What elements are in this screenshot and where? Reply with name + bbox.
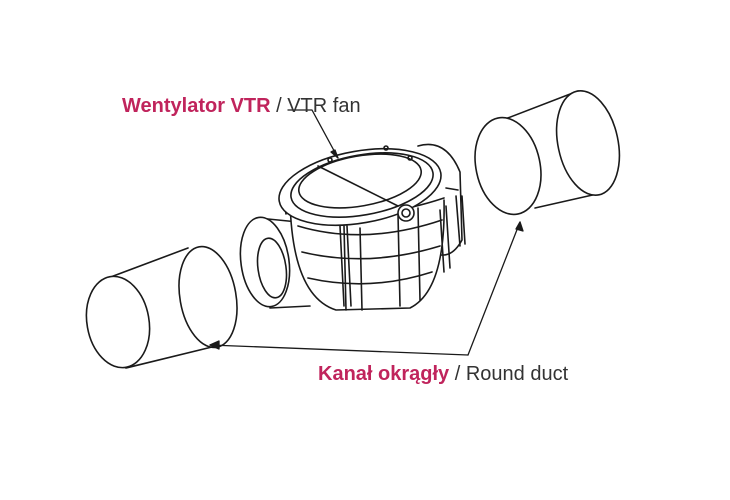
leader-duct-left-arrowhead — [209, 340, 220, 350]
fan-inlet-spigot — [239, 216, 311, 309]
callout-fan-pl: Wentylator VTR — [122, 95, 271, 117]
callout-fan-en: VTR fan — [287, 95, 361, 117]
fan-tie-rods — [339, 205, 451, 307]
fan-top-lid — [278, 145, 442, 227]
leader-duct-right-arrowhead — [515, 221, 524, 232]
callout-duct: Kanał okrągły / Round duct — [318, 364, 568, 384]
round-duct-left — [85, 245, 238, 369]
leader-duct-left — [209, 344, 469, 356]
callout-fan-separator: / — [270, 95, 288, 117]
callout-duct-en: Round duct — [465, 363, 569, 385]
leader-fan-arrowhead — [330, 149, 339, 159]
round-duct-right — [474, 89, 621, 216]
leader-lines — [209, 109, 524, 356]
callout-duct-pl: Kanał okrągły — [318, 363, 450, 385]
leader-duct-right — [467, 221, 521, 356]
callout-duct-separator: / — [449, 363, 466, 385]
leader-fan — [287, 109, 339, 159]
callout-fan: Wentylator VTR / VTR fan — [122, 96, 361, 116]
